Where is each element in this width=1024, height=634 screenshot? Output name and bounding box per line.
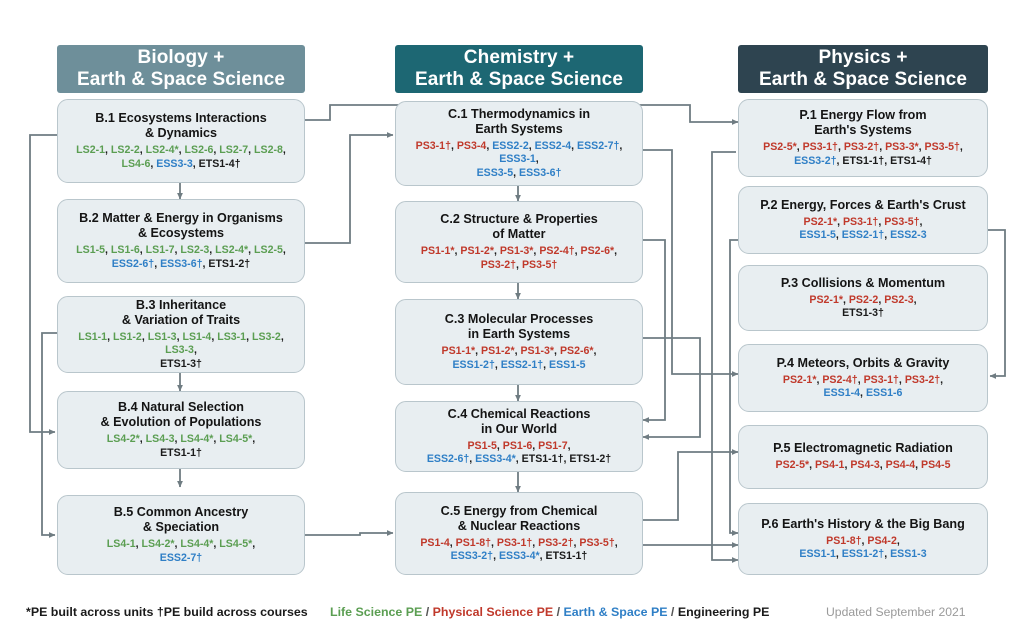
footer-legend: Life Science PE / Physical Science PE / …	[330, 605, 769, 619]
unit-title-p4: P.4 Meteors, Orbits & Gravity	[776, 355, 950, 370]
unit-title-p3: P.3 Collisions & Momentum	[780, 275, 946, 290]
unit-box-p5[interactable]: P.5 Electromagnetic Radiation PS2-5*, PS…	[738, 425, 988, 489]
unit-codes-b1: LS2-1, LS2-2, LS2-4*, LS2-6, LS2-7, LS2-…	[76, 144, 286, 170]
column-header-physics-line1: Physics +	[818, 47, 908, 68]
unit-box-p2[interactable]: P.2 Energy, Forces & Earth's Crust PS2-1…	[738, 186, 988, 254]
unit-title-p6: P.6 Earth's History & the Big Bang	[761, 516, 965, 531]
legend-earth-space: Earth & Space PE	[563, 605, 668, 619]
unit-box-b2[interactable]: B.2 Matter & Energy in Organisms & Ecosy…	[57, 199, 305, 283]
unit-box-c4[interactable]: C.4 Chemical Reactions in Our World PS1-…	[395, 401, 643, 472]
unit-box-p6[interactable]: P.6 Earth's History & the Big Bang PS1-8…	[738, 503, 988, 575]
unit-box-p4[interactable]: P.4 Meteors, Orbits & Gravity PS2-1*, PS…	[738, 344, 988, 412]
unit-title-b2: B.2 Matter & Energy in Organisms & Ecosy…	[79, 211, 283, 240]
unit-box-p3[interactable]: P.3 Collisions & Momentum PS2-1*, PS2-2,…	[738, 265, 988, 331]
unit-title-c3: C.3 Molecular Processes in Earth Systems	[444, 312, 594, 341]
column-header-chemistry: Chemistry + Earth & Space Science	[395, 45, 643, 93]
column-header-biology-line2: Earth & Space Science	[76, 69, 286, 90]
column-header-biology-line1: Biology +	[137, 47, 225, 68]
unit-box-b1[interactable]: B.1 Ecosystems Interactions & Dynamics L…	[57, 99, 305, 183]
unit-box-b5[interactable]: B.5 Common Ancestry & Speciation LS4-1, …	[57, 495, 305, 575]
legend-separator-1: /	[422, 605, 433, 619]
unit-title-c5: C.5 Energy from Chemical & Nuclear React…	[440, 503, 598, 533]
unit-title-c1: C.1 Thermodynamics in Earth Systems	[447, 106, 591, 136]
unit-codes-b4: LS4-2*, LS4-3, LS4-4*, LS4-5*,ETS1-1†	[106, 433, 256, 459]
column-header-physics: Physics + Earth & Space Science	[738, 45, 988, 93]
unit-codes-p4: PS2-1*, PS2-4†, PS3-1†, PS3-2†,ESS1-4, E…	[782, 373, 944, 400]
unit-title-p5: P.5 Electromagnetic Radiation	[773, 441, 953, 456]
unit-codes-b2: LS1-5, LS1-6, LS1-7, LS2-3, LS2-4*, LS2-…	[76, 244, 286, 270]
unit-codes-b5: LS4-1, LS4-2*, LS4-4*, LS4-5*,ESS2-7†	[106, 538, 256, 564]
unit-codes-c2: PS1-1*, PS1-2*, PS1-3*, PS2-4†, PS2-6*,P…	[420, 245, 618, 271]
unit-codes-b3: LS1-1, LS1-2, LS1-3, LS1-4, LS3-1, LS3-2…	[78, 330, 284, 370]
unit-codes-p3: PS2-1*, PS2-2, PS2-3,ETS1-3†	[809, 293, 917, 320]
legend-physical-science: Physical Science PE	[432, 605, 554, 619]
unit-codes-p2: PS2-1*, PS3-1†, PS3-5†,ESS1-5, ESS2-1†, …	[799, 215, 927, 242]
column-header-biology: Biology + Earth & Space Science	[57, 45, 305, 93]
unit-box-c2[interactable]: C.2 Structure & Properties of Matter PS1…	[395, 201, 643, 283]
unit-codes-p1: PS2-5*, PS3-1†, PS3-2†, PS3-3*, PS3-5†,E…	[763, 141, 963, 167]
unit-codes-c1: PS3-1†, PS3-4, ESS2-2, ESS2-4, ESS2-7†, …	[415, 139, 623, 179]
unit-title-c2: C.2 Structure & Properties of Matter	[440, 212, 598, 241]
unit-box-b4[interactable]: B.4 Natural Selection & Evolution of Pop…	[57, 391, 305, 469]
unit-box-c3[interactable]: C.3 Molecular Processes in Earth Systems…	[395, 299, 643, 385]
unit-title-c4: C.4 Chemical Reactions in Our World	[447, 406, 591, 436]
unit-title-p2: P.2 Energy, Forces & Earth's Crust	[760, 197, 966, 212]
column-header-chemistry-line2: Earth & Space Science	[414, 69, 624, 90]
unit-box-b3[interactable]: B.3 Inheritance & Variation of Traits LS…	[57, 296, 305, 373]
unit-title-b1: B.1 Ecosystems Interactions & Dynamics	[95, 111, 267, 140]
unit-title-b5: B.5 Common Ancestry & Speciation	[113, 505, 249, 534]
unit-box-c5[interactable]: C.5 Energy from Chemical & Nuclear React…	[395, 492, 643, 575]
column-header-physics-line2: Earth & Space Science	[758, 69, 968, 90]
unit-codes-p6: PS1-8†, PS4-2,ESS1-1, ESS1-2†, ESS1-3	[799, 534, 927, 561]
unit-codes-c5: PS1-4, PS1-8†, PS3-1†, PS3-2†, PS3-5†,ES…	[420, 536, 618, 563]
unit-codes-c4: PS1-5, PS1-6, PS1-7,ESS2-6†, ESS3-4*, ET…	[426, 439, 612, 466]
unit-title-b3: B.3 Inheritance & Variation of Traits	[121, 297, 241, 327]
legend-separator-2: /	[553, 605, 564, 619]
unit-title-p1: P.1 Energy Flow from Earth's Systems	[799, 108, 927, 137]
legend-life-science: Life Science PE	[330, 605, 423, 619]
unit-box-c1[interactable]: C.1 Thermodynamics in Earth Systems PS3-…	[395, 101, 643, 186]
legend-engineering: Engineering PE	[677, 605, 770, 619]
column-header-chemistry-line1: Chemistry +	[463, 47, 575, 68]
unit-codes-p5: PS2-5*, PS4-1, PS4-3, PS4-4, PS4-5	[775, 459, 951, 472]
footer: *PE built across units †PE build across …	[0, 600, 1024, 634]
legend-separator-3: /	[667, 605, 678, 619]
unit-title-b4: B.4 Natural Selection & Evolution of Pop…	[100, 400, 262, 429]
unit-box-p1[interactable]: P.1 Energy Flow from Earth's Systems PS2…	[738, 99, 988, 177]
unit-codes-c3: PS1-1*, PS1-2*, PS1-3*, PS2-6*,ESS1-2†, …	[441, 345, 597, 371]
footer-symbol-note: *PE built across units †PE build across …	[26, 605, 308, 619]
footer-updated-date: Updated September 2021	[826, 605, 966, 619]
